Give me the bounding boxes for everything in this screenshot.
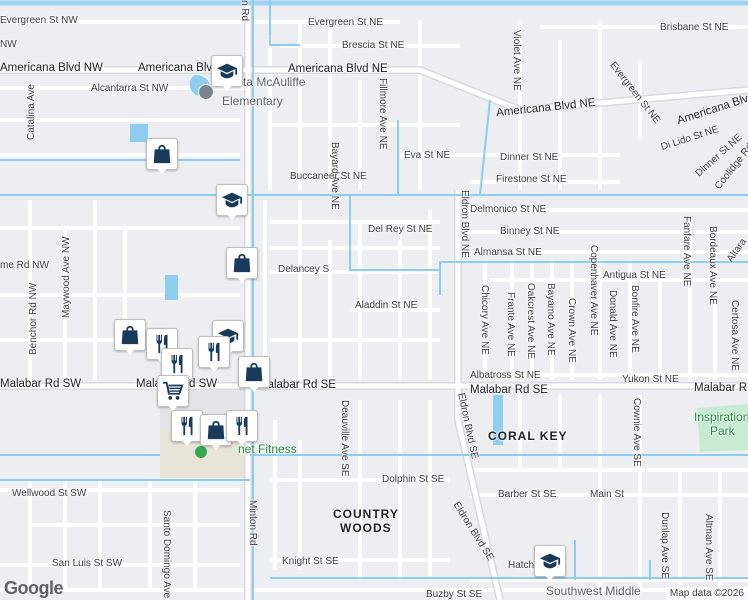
shopping-bag-icon [121, 325, 139, 345]
label-malabar-rd-r: Malabar R [694, 382, 748, 394]
restaurant-icon [236, 416, 248, 436]
label-dunlap-ave-se: Dunlap Ave SE [659, 512, 670, 580]
label-binney-st-ne: Binney St NE [500, 226, 560, 237]
school-icon [216, 63, 238, 79]
shopping-bag-icon [153, 144, 171, 164]
map-pin-restaurant[interactable] [161, 348, 193, 386]
restaurant-icon [208, 342, 220, 362]
shopping-bag-icon [233, 253, 251, 273]
google-logo: Google [4, 578, 64, 598]
label-bonfire-ave-ne: Bonfire Ave NE [629, 285, 640, 353]
map-pin-school[interactable] [534, 545, 566, 583]
label-albatross-st-ne: Albatross St NE [470, 370, 541, 381]
label-inspiration: Inspiration [694, 410, 748, 424]
label-me-rd-nw: me Rd NW [0, 260, 49, 271]
label-eldron-blvd-ne: Eldron Blvd NE [459, 190, 470, 258]
label-minton-rd-top: n Rd [239, 0, 250, 22]
map-pin-shopping[interactable] [146, 138, 178, 176]
label-maywood-ave-nw: Maywood Ave NW [61, 236, 72, 318]
label-delmonico-st-ne: Delmonico St NE [470, 204, 547, 215]
label-yukon-st-ne: Yukon St NE [622, 374, 679, 385]
label-alcantarra-st-nw: Alcantarra St NW [91, 83, 169, 94]
label-nw: NW [0, 39, 17, 50]
map-pin-restaurant[interactable] [226, 410, 258, 448]
map-pin-school[interactable] [216, 184, 248, 222]
map-pin-shopping[interactable] [226, 247, 258, 285]
label-dinner-st-ne: Dinner St NE [500, 152, 559, 163]
label-evergreen-st-ne: Evergreen St NE [308, 17, 384, 28]
label-wellwood-st-sw: Wellwood St SW [12, 488, 87, 499]
label-minton-rd-bottom: Minton Rd [247, 500, 258, 546]
label-crown-ave-ne: Crown Ave NE [566, 298, 577, 363]
label-americana-blvd-nw: Americana Blvd NW [0, 62, 103, 74]
label-hatch: Hatch [508, 560, 535, 571]
label-southwest-middle: Southwest Middle [546, 584, 641, 598]
label-brescia-st-ne: Brescia St NE [342, 40, 405, 51]
label-fanfare-ave-ne: Fanfare Ave NE [681, 216, 692, 287]
shopping-bag-icon [207, 420, 225, 440]
label-altman-ave-se: Altman Ave SE [703, 514, 714, 581]
label-del-rey-st-ne: Del Rey St NE [368, 224, 433, 235]
label-buzby-st-se: Buzby St SE [426, 589, 483, 600]
label-frante-ave-ne: Frante Ave NE [505, 292, 516, 357]
label-violet-ave-ne: Violet Ave NE [511, 30, 522, 91]
label-main-st: Main St [590, 489, 624, 500]
shopping-cart-icon [162, 381, 184, 400]
label-almansa-st-ne: Almansa St NE [474, 247, 542, 258]
label-eva-st-ne: Eva St NE [404, 150, 451, 161]
shopping-bag-icon [245, 362, 263, 382]
restaurant-icon [171, 354, 183, 374]
restaurant-icon [156, 334, 168, 354]
label-bayamo-ave-ne: Bayamo Ave NE [545, 283, 556, 356]
map-attribution[interactable]: Map data ©2026 [665, 587, 748, 600]
label-country: COUNTRY [333, 507, 399, 521]
map-pin-school[interactable] [211, 55, 243, 93]
label-oakcrest-ave-ne: Oakcrest Ave NE [525, 283, 536, 359]
label-knight-st-se: Knight St SE [282, 556, 339, 567]
label-malabar-rd-se-2: Malabar Rd SE [470, 384, 548, 396]
label-park: Park [710, 424, 735, 438]
label-woods: WOODS [340, 521, 392, 535]
map-pin-grocery[interactable] [157, 375, 189, 413]
map-pin-restaurant[interactable] [198, 336, 230, 374]
label-brisbane-st-ne: Brisbane St NE [660, 22, 729, 33]
label-deauville-ave-se: Deauville Ave SE [339, 400, 350, 477]
label-planet-fitness: net Fitness [238, 442, 297, 456]
label-antigua-st-ne: Antigua St NE [603, 270, 666, 281]
label-benchor-rd-nw: Benchor Rd NW [28, 282, 39, 355]
label-americana-blvd-ne: Americana Blvd NE [288, 63, 388, 75]
map-pin-restaurant[interactable] [171, 410, 203, 448]
label-copenhaver-ave-ne: Copenhaver Ave NE [588, 245, 599, 336]
label-certosa-ave-ne: Certosa Ave NE [729, 300, 740, 371]
label-malabar-rd-se-1: Malabar Rd SE [258, 379, 336, 391]
label-bordeaux-ave-ne: Bordeaux Ave NE [707, 226, 718, 305]
label-elementary: Elementary [222, 94, 283, 108]
restaurant-icon [181, 416, 193, 436]
label-americana-blvd-w: Americana Blvd [138, 62, 219, 74]
label-aladdin-st-ne: Aladdin St NE [355, 300, 418, 311]
map-pin-shopping[interactable] [114, 319, 146, 357]
school-icon [539, 553, 561, 569]
label-san-luis-st-sw: San Luis St SW [52, 558, 123, 569]
label-evergreen-st-nw: Evergreen St NW [0, 15, 78, 26]
map-pin-shopping[interactable] [238, 356, 270, 394]
label-malabar-rd-sw: Malabar Rd SW [0, 378, 82, 390]
label-dolphin-st-se: Dolphin St SE [382, 474, 445, 485]
label-cownie-ave-se: Cownie Ave SE [631, 398, 642, 467]
label-chicory-ave-ne: Chicory Ave NE [479, 285, 490, 355]
school-icon [221, 192, 243, 208]
label-catalina-ave: Catalina Ave [26, 84, 37, 140]
label-buccaneer-st-ne: Buccaneer St NE [290, 171, 367, 182]
label-fillmore-ave-ne: Fillmore Ave NE [377, 78, 388, 150]
label-delancey-st: Delancey S [278, 264, 330, 275]
label-coral-key: CORAL KEY [488, 429, 568, 443]
label-barber-st-se: Barber St SE [498, 489, 557, 500]
label-donald-ave-ne: Donald Ave NE [607, 290, 618, 358]
school-poi-icon[interactable] [198, 84, 214, 100]
label-santo-domingo-ave: Santo Domingo Ave [161, 510, 172, 599]
label-firestone-st-ne: Firestone St NE [496, 174, 567, 185]
